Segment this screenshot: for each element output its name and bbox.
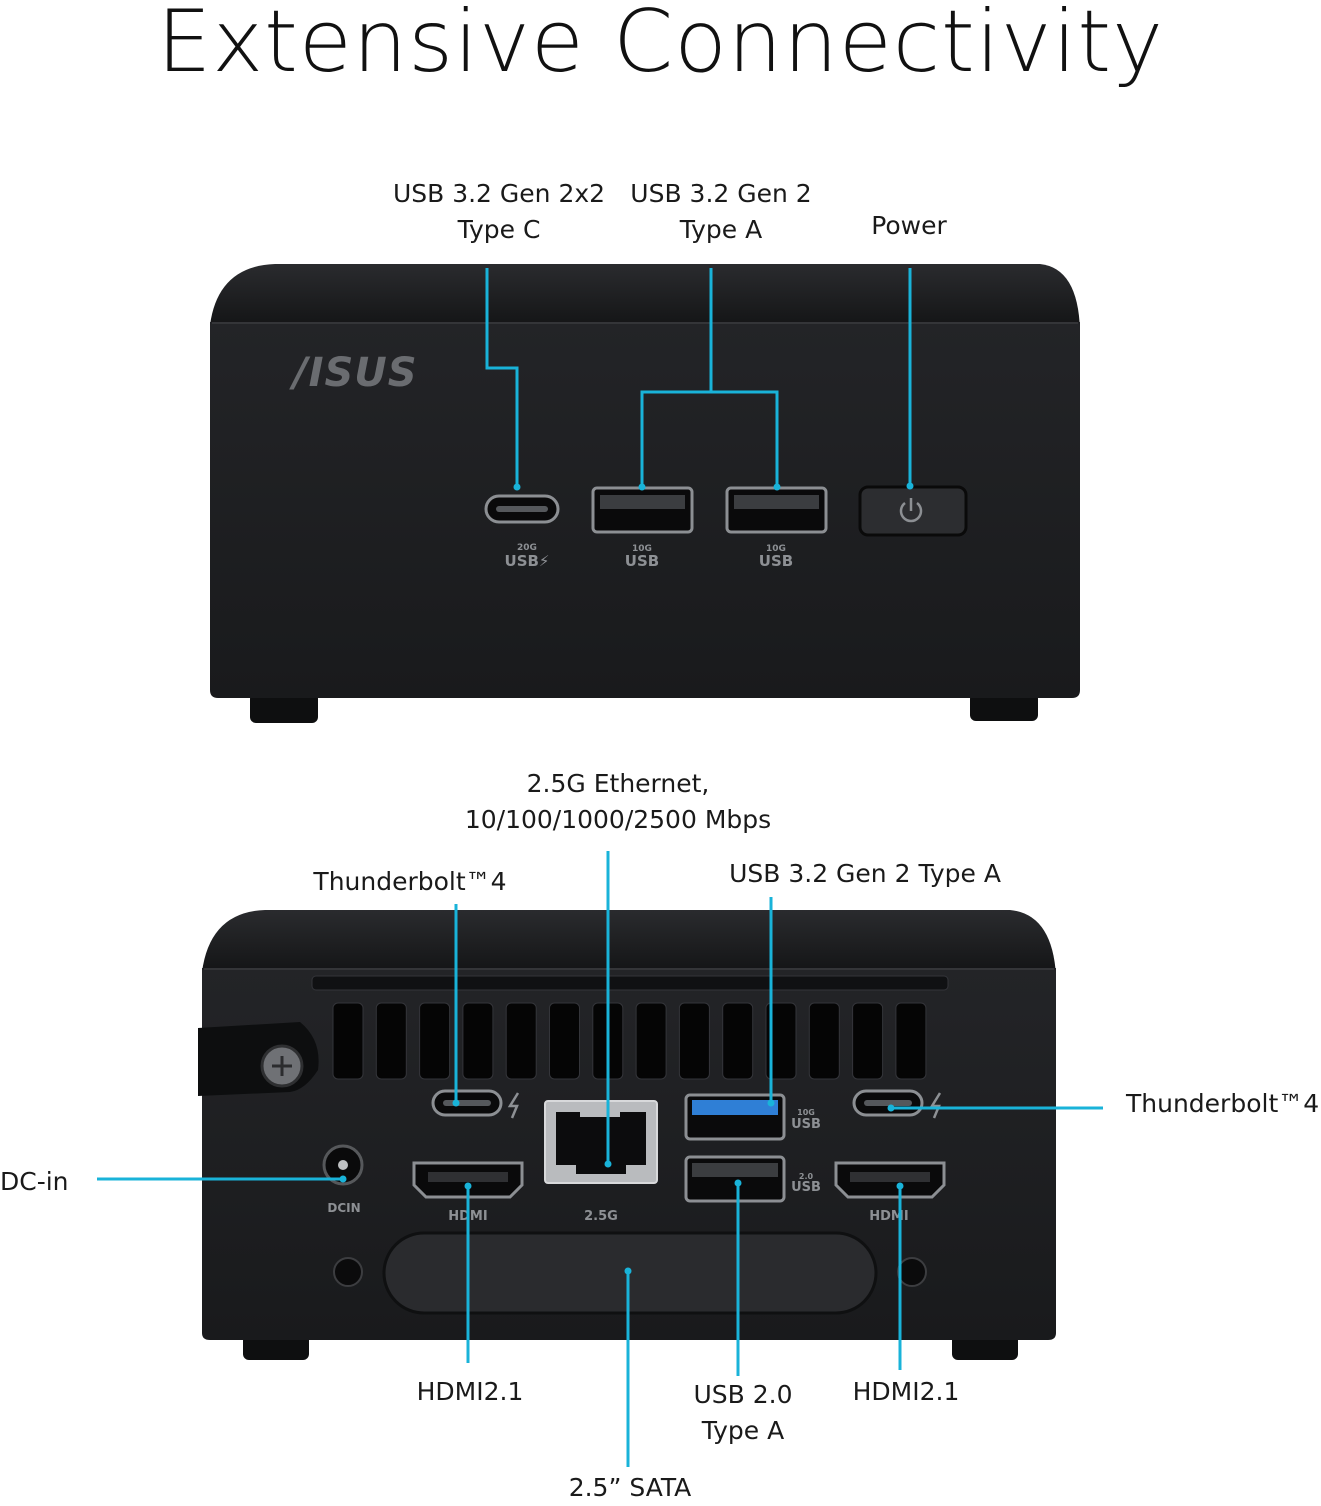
- label-usb-a-front: USB 3.2 Gen 2 Type A: [630, 179, 812, 244]
- front-callout-lines: [485, 268, 914, 491]
- rear-callout-lines: [97, 851, 1103, 1467]
- rear-screw-left: [333, 1257, 363, 1287]
- front-foot-right: [970, 693, 1038, 721]
- power-icon: [899, 498, 923, 523]
- rear-usb2-name: USB: [791, 1180, 821, 1195]
- front-usb-a2-name: USB: [759, 552, 793, 570]
- rear-usb3-speed: 10G: [797, 1108, 815, 1117]
- front-power-button: [858, 485, 968, 537]
- vent-slot: [505, 1002, 537, 1080]
- vent-slot: [678, 1002, 710, 1080]
- vent-slot: [765, 1002, 797, 1080]
- vent-slot: [895, 1002, 927, 1080]
- label-hdmi-left: HDMI2.1: [416, 1377, 524, 1406]
- thunderbolt-icon-left: [507, 1092, 520, 1119]
- front-chassis-top: [210, 264, 1080, 340]
- label-ethernet: 2.5G Ethernet, 10/100/1000/2500 Mbps: [464, 769, 772, 834]
- label-dc-in: DC-in: [0, 1167, 69, 1196]
- rear-hdmi-right-mark: HDMI: [869, 1209, 908, 1224]
- label-usb2: USB 2.0 Type A: [693, 1380, 793, 1445]
- vent-slot: [462, 1002, 494, 1080]
- front-usb-a-port-2: [725, 486, 828, 534]
- vent-slot: [852, 1002, 884, 1080]
- label-thunderbolt-right: Thunderbolt™4: [1126, 1089, 1320, 1118]
- rear-chassis-top: [202, 910, 1056, 985]
- rear-ethernet-port: [544, 1100, 658, 1184]
- vent-slot: [375, 1002, 407, 1080]
- rear-usb2-speed: 2.0: [799, 1172, 814, 1181]
- vent-slot: [549, 1002, 580, 1080]
- rear-lan-mark: 2.5G: [584, 1209, 618, 1224]
- rear-unit: 2.5G 10G USB 2.0 USB DCIN HDMI HDMI: [97, 851, 1103, 1467]
- front-usb-c-speed: 20G: [517, 543, 537, 553]
- rear-usb3-name: USB: [791, 1117, 821, 1132]
- vent-slot: [419, 1002, 451, 1080]
- label-power: Power: [871, 211, 947, 240]
- front-usb-c-name: USB⚡: [505, 552, 550, 570]
- vent-slot: [635, 1002, 667, 1080]
- thunderbolt-icon-right: [929, 1092, 942, 1119]
- label-usb-c: USB 3.2 Gen 2x2 Type C: [392, 179, 606, 244]
- rear-screw-right: [897, 1257, 927, 1287]
- vent-slot: [808, 1002, 840, 1080]
- vent-slot: [722, 1002, 754, 1080]
- front-usb-a1-speed: 10G: [632, 544, 652, 554]
- label-usb-gen2-rear: USB 3.2 Gen 2 Type A: [729, 859, 1001, 888]
- front-usb-a-port-1: [591, 486, 694, 534]
- page-title: Extensive Connectivity: [156, 0, 1165, 92]
- front-foot-left: [250, 693, 318, 723]
- label-thunderbolt-left: Thunderbolt™4: [313, 867, 507, 896]
- front-usb-a1-name: USB: [625, 552, 659, 570]
- vent-slot: [332, 1002, 364, 1080]
- front-usb-a2-speed: 10G: [766, 544, 786, 554]
- rear-callout-dots: [339, 1099, 904, 1275]
- label-hdmi-right: HDMI2.1: [852, 1377, 960, 1406]
- label-sata: 2.5” SATA: [568, 1473, 692, 1502]
- rear-dcin-mark: DCIN: [327, 1201, 360, 1215]
- asus-logo: /ISUS: [289, 350, 418, 396]
- front-unit: /ISUS 20G USB⚡ 10G USB 10G USB: [210, 264, 1080, 723]
- rear-vent: [332, 1002, 927, 1080]
